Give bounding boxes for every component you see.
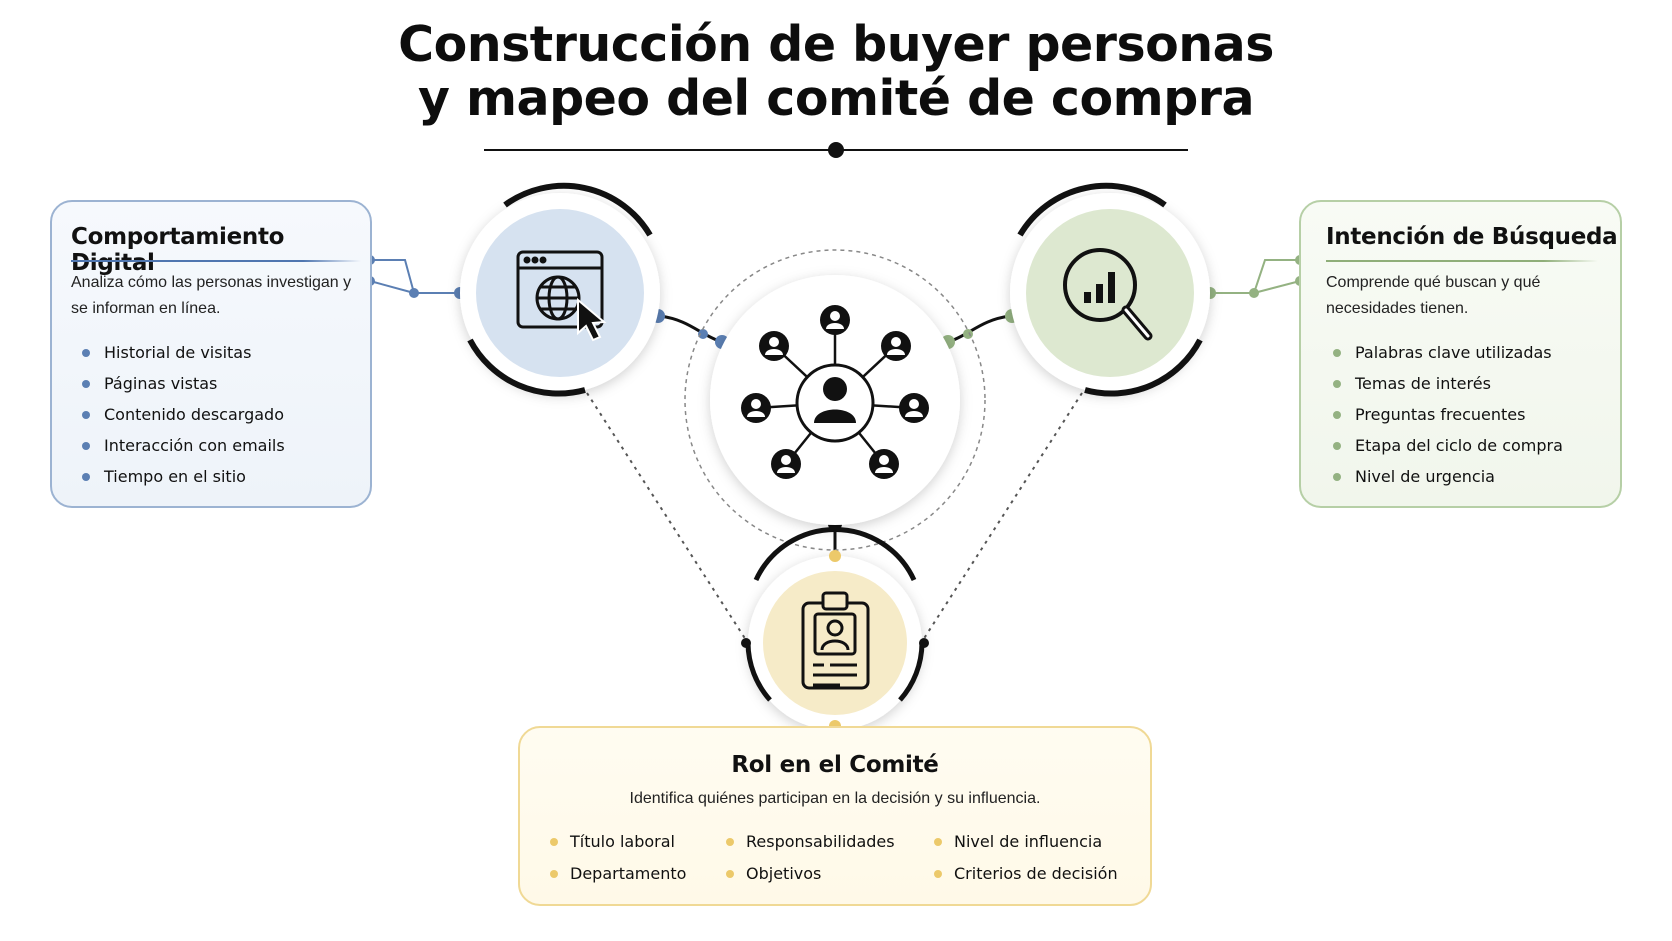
list-item: Historial de visitas: [70, 337, 285, 368]
person-icon: [899, 393, 929, 423]
role-list-column-1: Título laboral Departamento: [538, 826, 686, 890]
bullet-dot: [82, 380, 90, 388]
list-item-label: Contenido descargado: [104, 405, 284, 424]
bullet-dot: [82, 411, 90, 419]
list-item-label: Tiempo en el sitio: [104, 467, 246, 486]
list-item-label: Título laboral: [570, 832, 675, 851]
list-item: Título laboral: [538, 826, 686, 858]
digital-behavior-card: Comportamiento Digital Analiza cómo las …: [50, 200, 372, 508]
bullet-dot: [1333, 442, 1341, 450]
list-item-label: Nivel de influencia: [954, 832, 1103, 851]
person-icon: [820, 305, 850, 335]
search-card-title: Intención de Búsqueda: [1326, 224, 1618, 250]
digital-card-title: Comportamiento Digital: [71, 224, 285, 276]
person-icon: [741, 393, 771, 423]
bullet-dot: [550, 838, 558, 846]
page-title-line-1: Construcción de buyer personas: [398, 16, 1274, 73]
center-node: [684, 249, 986, 551]
bullet-dot: [1333, 380, 1341, 388]
digital-card-description: Analiza cómo las personas investigan y s…: [71, 274, 352, 317]
list-item-label: Preguntas frecuentes: [1355, 405, 1526, 424]
bullet-dot: [1333, 349, 1341, 357]
list-item: Tiempo en el sitio: [70, 461, 285, 492]
link-digital-center: [659, 314, 723, 344]
search-intent-card: Intención de Búsqueda Comprende qué busc…: [1299, 200, 1622, 508]
bullet-dot: [1333, 473, 1341, 481]
list-item: Etapa del ciclo de compra: [1321, 430, 1563, 461]
digital-card-underline: [71, 260, 361, 262]
bullet-dot: [934, 838, 942, 846]
list-item-label: Criterios de decisión: [954, 864, 1118, 883]
search-node: [1010, 182, 1210, 397]
bullet-dot: [550, 870, 558, 878]
list-item: Departamento: [538, 858, 686, 890]
person-satellites: [741, 305, 929, 479]
list-item: Responsabilidades: [714, 826, 895, 858]
list-item-label: Nivel de urgencia: [1355, 467, 1495, 486]
bullet-dot: [726, 870, 734, 878]
title-divider-dot: [828, 142, 844, 158]
list-item: Palabras clave utilizadas: [1321, 337, 1563, 368]
list-item: Nivel de urgencia: [1321, 461, 1563, 492]
bullet-dot: [82, 473, 90, 481]
list-item: Interacción con emails: [70, 430, 285, 461]
person-icon: [869, 449, 899, 479]
dotted-connector-left: [586, 392, 747, 641]
web-browser-globe-cursor-icon: [516, 250, 607, 342]
role-card-description: Identifica quiénes participan en la deci…: [629, 790, 1041, 807]
list-item: Criterios de decisión: [922, 858, 1118, 890]
list-item-label: Objetivos: [746, 864, 822, 883]
bullet-dot: [1333, 411, 1341, 419]
search-card-connector: [1210, 259, 1301, 294]
role-card-title: Rol en el Comité: [731, 752, 939, 778]
page-title-line-2: y mapeo del comité de compra: [417, 70, 1255, 127]
digital-card-list: Historial de visitas Páginas vistas Cont…: [70, 337, 285, 492]
search-card-description: Comprende qué buscan y qué necesidades t…: [1326, 274, 1541, 317]
search-card-list: Palabras clave utilizadas Temas de inter…: [1321, 337, 1563, 492]
list-item: Objetivos: [714, 858, 895, 890]
list-item-label: Interacción con emails: [104, 436, 285, 455]
committee-role-card: Rol en el Comité Identifica quiénes part…: [518, 726, 1152, 906]
list-item: Preguntas frecuentes: [1321, 399, 1563, 430]
list-item: Nivel de influencia: [922, 826, 1118, 858]
magnifier-bar-chart-icon: [1063, 248, 1153, 341]
page-title: Construcción de buyer personas y mapeo d…: [0, 18, 1672, 126]
list-item-label: Departamento: [570, 864, 687, 883]
list-item-label: Etapa del ciclo de compra: [1355, 436, 1563, 455]
digital-node: [460, 182, 660, 397]
dotted-connector-right: [922, 392, 1083, 641]
search-card-underline: [1326, 260, 1598, 262]
list-item-label: Páginas vistas: [104, 374, 218, 393]
list-item: Contenido descargado: [70, 399, 285, 430]
person-icon: [759, 331, 789, 361]
list-item-label: Palabras clave utilizadas: [1355, 343, 1552, 362]
list-item-label: Responsabilidades: [746, 832, 895, 851]
link-search-center: [947, 314, 1011, 344]
bullet-dot: [726, 838, 734, 846]
id-badge-clipboard-icon: [801, 591, 870, 690]
person-icon: [771, 449, 801, 479]
list-item-label: Temas de interés: [1355, 374, 1491, 393]
bullet-dot: [82, 442, 90, 450]
digital-card-connector: [369, 259, 460, 294]
bullet-dot: [934, 870, 942, 878]
role-list-column-3: Nivel de influencia Criterios de decisió…: [922, 826, 1118, 890]
role-list-column-2: Responsabilidades Objetivos: [714, 826, 895, 890]
bullet-dot: [82, 349, 90, 357]
list-item: Páginas vistas: [70, 368, 285, 399]
role-node: [741, 526, 929, 732]
person-icon: [881, 331, 911, 361]
list-item: Temas de interés: [1321, 368, 1563, 399]
list-item-label: Historial de visitas: [104, 343, 252, 362]
